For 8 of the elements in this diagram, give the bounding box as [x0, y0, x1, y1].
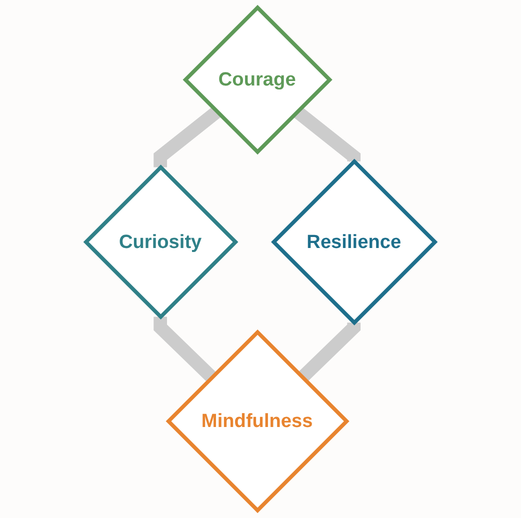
node-diamond: Curiosity — [83, 164, 238, 320]
node-diamond: Mindfulness — [166, 330, 350, 514]
connector — [154, 106, 222, 168]
node-diamond: Resilience — [271, 158, 438, 326]
node-diamond: Courage — [182, 4, 332, 155]
connector — [298, 320, 361, 382]
connector — [293, 106, 361, 164]
connector — [154, 316, 217, 382]
